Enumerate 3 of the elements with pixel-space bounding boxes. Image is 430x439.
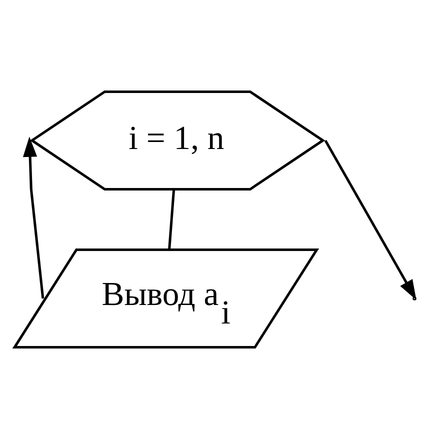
arrow [324, 140, 416, 300]
arrow [22, 136, 44, 299]
connector [168, 189, 176, 250]
